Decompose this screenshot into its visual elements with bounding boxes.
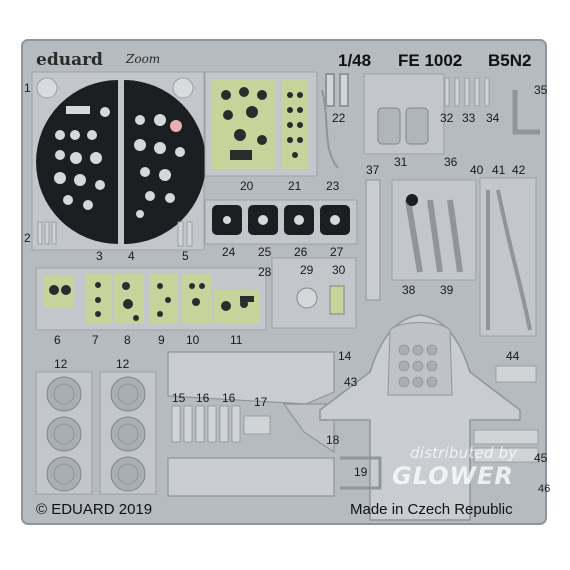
copyright-text: © EDUARD 2019 [36,501,153,518]
part-31-34-seat-belts [363,73,540,155]
part-40-42-rails [479,177,537,337]
part-number: 24 [222,245,236,259]
part-number: 46 [538,483,551,495]
part-number: 31 [394,155,408,169]
part-number: 11 [230,333,243,347]
part-12-grilles [35,371,157,495]
part-number: 19 [354,465,368,479]
part-number: 16 [196,391,210,405]
part-22-23-brackets [321,73,349,169]
part-6-11-sidewall-panels [35,267,267,331]
part-14-18-frame [167,351,335,497]
part-number: 8 [124,333,131,347]
origin-text: Made in Czech Republic [350,501,513,518]
brand-sub-logo: Zoom [126,52,161,66]
part-20-21-green-panels [204,71,318,177]
part-number: 15 [172,391,186,405]
part-number: 7 [92,333,99,347]
part-number: 9 [158,333,165,347]
part-number: 40 [470,163,484,177]
scale-label: 1/48 [338,51,372,70]
part-45-46-strip [473,429,539,463]
part-number: 17 [254,395,268,409]
part-5-rods [177,221,193,247]
part-number: 6 [54,333,61,347]
model-name: B5N2 [488,51,532,70]
part-number: 39 [440,283,454,297]
part-15-17-pedals [171,405,271,443]
part-number: 45 [534,451,548,465]
part-number: 5 [182,249,189,263]
part-number: 35 [534,83,548,97]
part-number: 14 [338,349,352,363]
part-number: 38 [402,283,416,297]
part-number: 21 [288,179,302,193]
part-number: 28 [258,265,272,279]
part-38-39-belts [391,179,477,281]
part-number: 34 [486,111,500,125]
part-number: 18 [326,433,340,447]
watermark-line-2: GLOWER [392,462,514,490]
part-number: 30 [332,263,346,277]
product-code: FE 1002 [398,51,463,70]
part-3-4-instrument-panel [31,71,206,251]
part-number: 2 [24,231,31,245]
part-number: 33 [462,111,476,125]
part-number: 37 [366,163,380,177]
part-number: 23 [326,179,340,193]
part-number: 16 [222,391,236,405]
part-number: 41 [492,163,506,177]
part-number: 12 [116,357,130,371]
part-number: 42 [512,163,526,177]
part-37-strip [365,179,381,301]
part-number: 27 [330,245,344,259]
part-number: 3 [96,249,103,263]
part-44-small-parts [495,365,537,383]
part-number: 12 [54,357,68,371]
part-28-30-levers [271,257,357,329]
part-number: 43 [344,375,358,389]
part-number: 22 [332,111,346,125]
part-43-bulkhead [319,314,521,521]
part-number: 44 [506,349,520,363]
part-number: 10 [186,333,200,347]
part-number: 29 [300,263,314,277]
part-number: 4 [128,249,135,263]
part-number: 32 [440,111,454,125]
watermark-line-1: distributed by [410,444,518,462]
part-2-rods [37,221,57,245]
part-24-27-gauge-faces [204,199,358,245]
part-number: 1 [24,81,31,95]
brand-logo: eduard [36,50,103,70]
part-number: 25 [258,245,272,259]
part-number: 26 [294,245,308,259]
part-number: 20 [240,179,254,193]
part-19-bracket [340,456,382,490]
part-number: 36 [444,155,458,169]
